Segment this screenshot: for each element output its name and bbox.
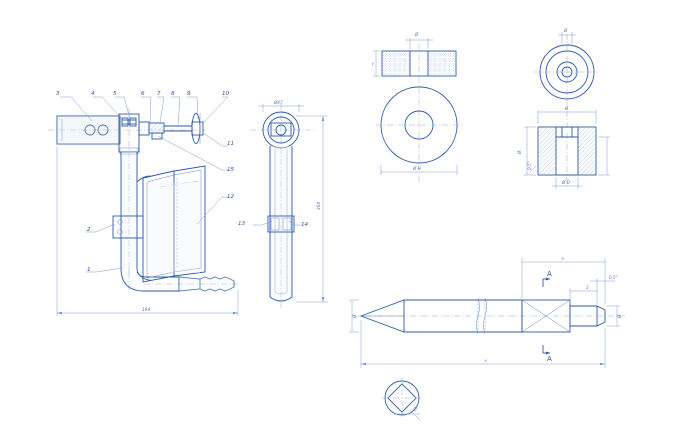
callout-14: 14 [301, 222, 309, 228]
callout-1: 1 [87, 267, 91, 273]
callout-3: 3 [56, 91, 60, 97]
callout-13: 13 [238, 221, 246, 227]
section-mark-bottom: A [547, 355, 552, 363]
section-size-dimension: Ø [411, 405, 418, 412]
rod-step-dimension: 3 [586, 285, 589, 290]
callout-11: 11 [227, 141, 234, 147]
callout-5: 5 [113, 91, 117, 97]
assembly-side-view: Ø47 364 [250, 100, 328, 310]
bushing-bore-dimension: Ø D [561, 180, 571, 185]
disc-views: Ø t Ø H [372, 32, 462, 182]
section-a-a-view: Ø [382, 378, 422, 421]
rod-diameter-right: Ø [617, 314, 622, 319]
bushing-views: Ø Ø Ø 0,5° Ø D [517, 28, 610, 189]
disc-bore-dimension: Ø [414, 32, 419, 37]
section-mark-top: A [547, 270, 552, 278]
rod-diameter-left: Ø [352, 314, 357, 319]
callout-15: 15 [227, 167, 235, 173]
bushing-height-dimension: Ø [517, 150, 522, 155]
assembly-width-label: 164 [142, 307, 150, 312]
callout-4: 4 [91, 91, 95, 97]
callout-10: 10 [222, 91, 230, 97]
rod-head-dimension: × [561, 256, 565, 261]
bushing-width-dimension: Ø [564, 106, 569, 111]
callout-labels: 3 4 5 6 7 8 9 10 11 15 12 2 1 13 14 164 [56, 91, 309, 312]
bushing-top-dimension: Ø [563, 28, 568, 33]
disc-thickness-dimension: t [372, 62, 374, 67]
side-height-dimension: 364 [316, 202, 321, 210]
side-top-dimension: Ø47 [273, 100, 283, 105]
bushing-chamfer-dimension: 0,5° [527, 161, 532, 170]
callout-2: 2 [87, 227, 91, 233]
callout-6: 6 [141, 91, 145, 97]
callout-12: 12 [227, 194, 235, 200]
callout-8: 8 [171, 91, 175, 97]
rod-length-dimension: × [484, 358, 488, 363]
rod-chamfer-dimension: 0,5° [609, 275, 618, 280]
callout-7: 7 [157, 91, 161, 97]
shaft-view: A A × 0,5° 3 Ø Ø × [349, 256, 626, 368]
assembly-front-view [48, 96, 239, 316]
disc-diameter-dimension: Ø H [412, 166, 422, 171]
callout-9: 9 [187, 91, 191, 97]
